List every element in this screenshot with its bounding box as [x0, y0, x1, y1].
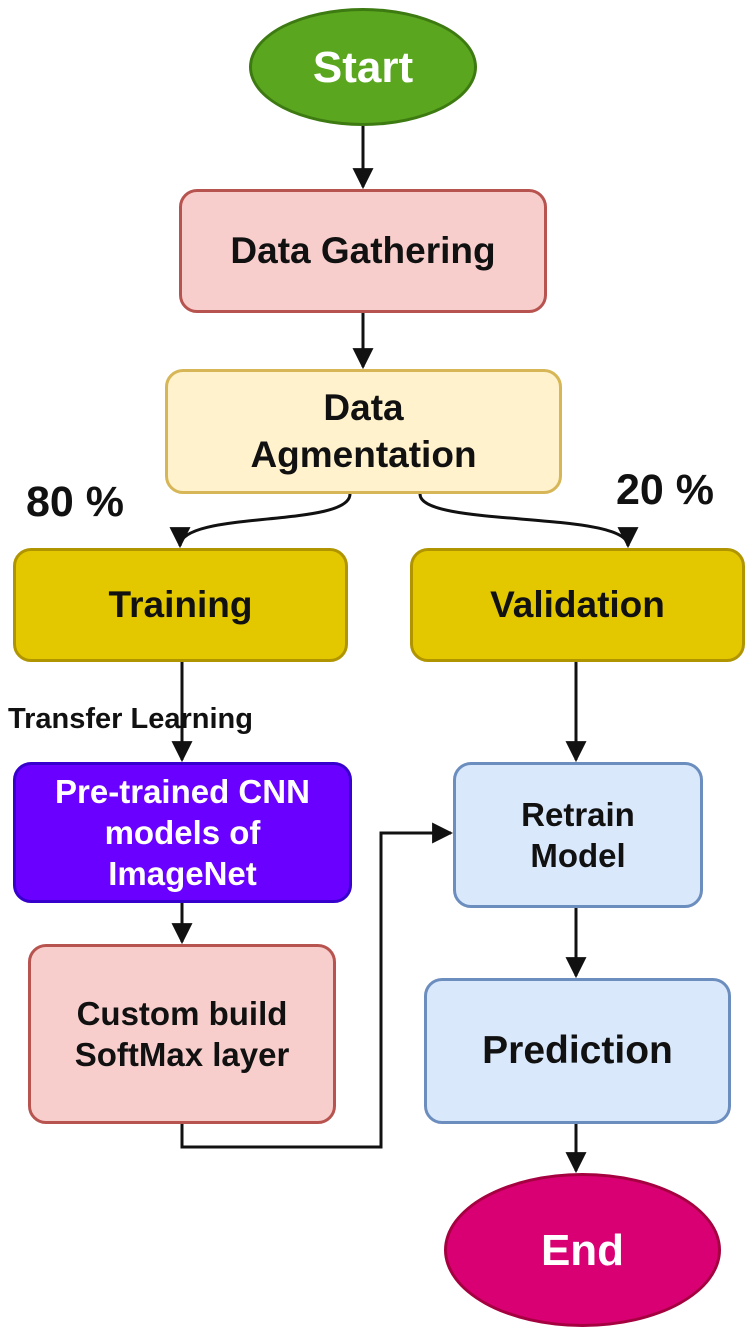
- custom-softmax-label: Custom build SoftMax layer: [74, 994, 290, 1073]
- arrow-augmentation-to-training: [169, 493, 352, 549]
- data-gathering-label: Data Gathering: [230, 229, 496, 271]
- prediction-label: Prediction: [482, 1028, 673, 1072]
- validation-node: Validation: [410, 548, 745, 662]
- start-node: Start: [249, 8, 477, 126]
- end-node: End: [444, 1173, 721, 1327]
- retrain-model-node: Retrain Model: [453, 762, 703, 908]
- custom-softmax-node: Custom build SoftMax layer: [28, 944, 336, 1124]
- validation-label: Validation: [490, 583, 665, 625]
- start-label: Start: [312, 42, 414, 92]
- training-node: Training: [13, 548, 348, 662]
- data-augmentation-label: Data Agmentation: [250, 387, 477, 475]
- training-label: Training: [108, 583, 253, 625]
- data-augmentation-node: Data Agmentation: [165, 369, 562, 494]
- transfer-learning-label: Transfer Learning: [8, 703, 253, 735]
- end-label: End: [540, 1225, 625, 1275]
- training-split-label: 80 %: [26, 478, 125, 526]
- prediction-node: Prediction: [424, 978, 731, 1124]
- arrow-augmentation-to-validation: [418, 493, 639, 549]
- pretrained-cnn-node: Pre-trained CNN models of ImageNet: [13, 762, 352, 903]
- arrow-softmax-to-retrain: [180, 822, 454, 1149]
- data-gathering-node: Data Gathering: [179, 189, 547, 313]
- validation-split-label: 20 %: [616, 466, 715, 514]
- retrain-model-label: Retrain Model: [521, 795, 635, 874]
- pretrained-cnn-label: Pre-trained CNN models of ImageNet: [55, 772, 310, 893]
